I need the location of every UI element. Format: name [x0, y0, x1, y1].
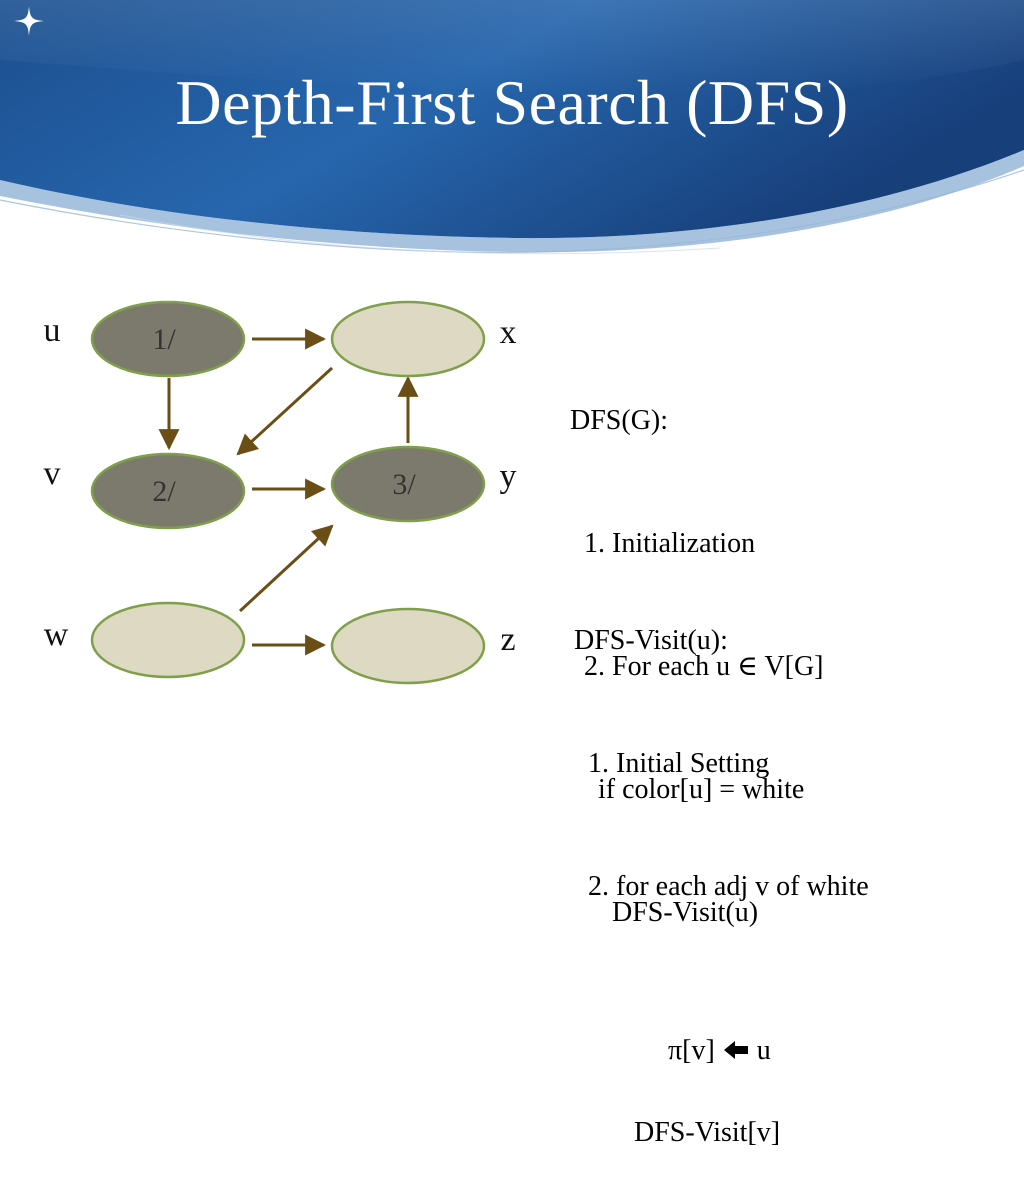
node-time-label: 3/ [392, 468, 416, 501]
dfs-visit-pseudocode: DFS-Visit(u): 1. Initial Setting 2. for … [574, 538, 869, 1194]
node-x: x [330, 300, 517, 378]
dfs-visit-line: π[v] u [574, 989, 869, 1066]
dfs-graph: 1/u x 2/v 3/y w z [44, 300, 517, 685]
node-z: z [330, 607, 516, 685]
dfs-visit-line: DFS-Visit[v] [634, 1117, 781, 1148]
vertex-name: z [500, 621, 515, 658]
node-y: 3/y [330, 445, 517, 523]
vertex-name: w [44, 616, 69, 653]
vertex-name: x [500, 314, 517, 351]
node-time-label: 2/ [152, 475, 176, 508]
dfs-visit-line: 2. for each adj v of white [574, 871, 869, 902]
node-ellipse [330, 300, 486, 378]
node-ellipse [90, 300, 246, 378]
edge-w-y [238, 524, 334, 613]
pi-assign-target: u [749, 1035, 771, 1066]
dfs-visit-line: DFS-Visit(u): [574, 625, 728, 656]
node-v: 2/v [44, 452, 246, 530]
node-w: w [44, 601, 246, 679]
dfs-line: 2. For each u ∈ V[G] [570, 651, 824, 682]
pi-assign-text: π[v] [668, 1035, 722, 1066]
node-ellipse [90, 601, 246, 679]
slide-title: Depth-First Search (DFS) [175, 67, 849, 138]
node-ellipse [90, 452, 246, 530]
node-u: 1/u [44, 300, 246, 378]
left-arrow-icon [722, 1030, 750, 1071]
node-ellipse [330, 607, 486, 685]
star-decoration-icon [14, 6, 44, 36]
edge-x-v [236, 366, 334, 456]
dfs-visit-line: 1. Initial Setting [574, 748, 770, 779]
vertex-name: v [44, 455, 61, 492]
vertex-name: y [500, 458, 517, 495]
dfs-line: DFS(G): [570, 405, 669, 436]
node-ellipse [330, 445, 486, 523]
node-time-label: 1/ [152, 323, 176, 356]
vertex-name: u [44, 312, 61, 349]
header-background [0, 0, 1024, 255]
dfs-line: 1. Initialization [570, 528, 756, 559]
